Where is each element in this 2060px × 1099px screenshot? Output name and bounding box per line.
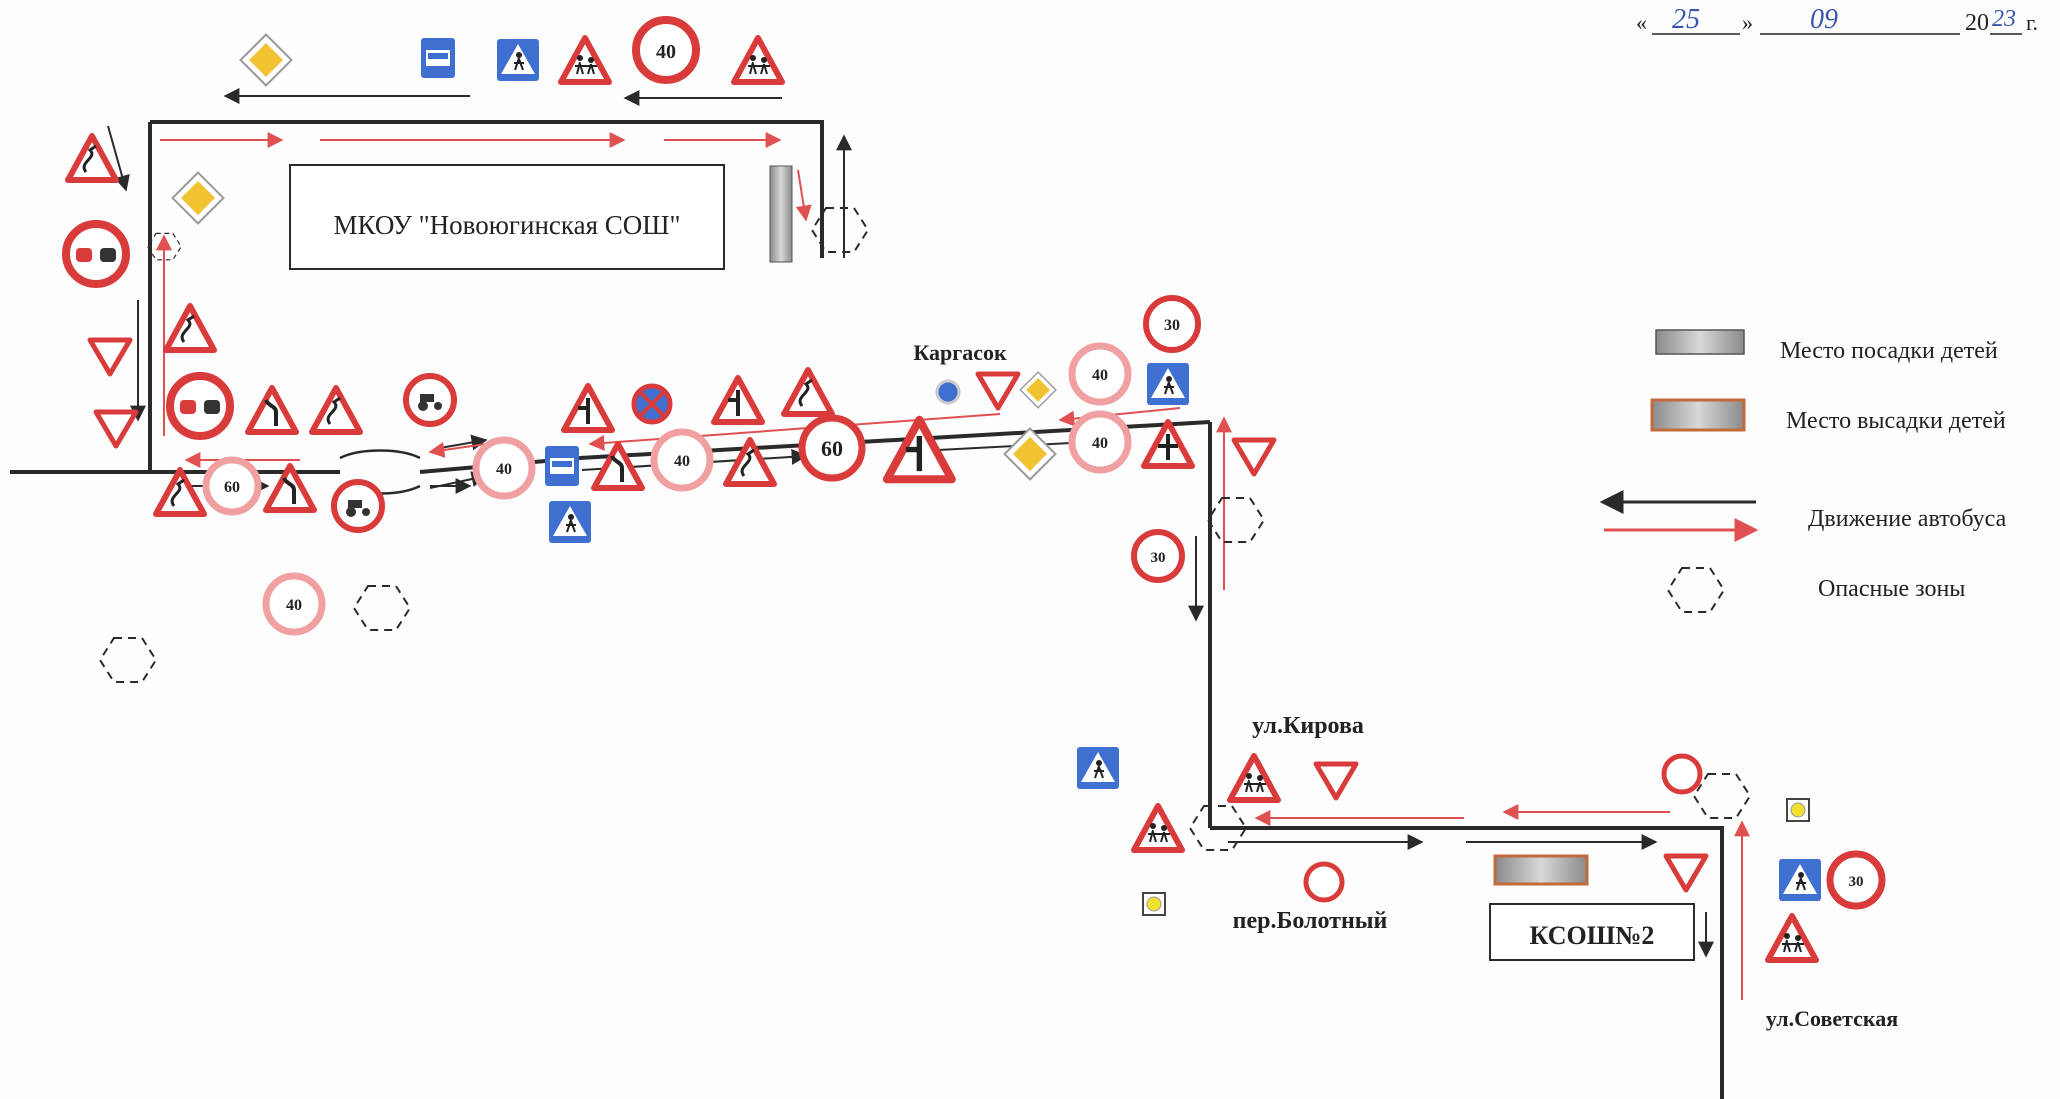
school-label: МКОУ "Новоюгинская СОШ" — [333, 210, 680, 240]
svg-text:60: 60 — [224, 479, 240, 496]
traffic-light-icon — [1142, 892, 1166, 916]
danger-zone-kargasok — [1207, 497, 1265, 543]
curve-warning-icon — [68, 136, 116, 180]
no-tractor-icon — [406, 376, 454, 424]
danger-zone-village-1 — [353, 585, 411, 631]
children-warning-icon — [1230, 756, 1278, 800]
road-signs: 40 60 40 40 — [66, 16, 1886, 960]
svg-text:60: 60 — [821, 436, 843, 461]
yield-icon — [1234, 440, 1274, 474]
legend: Место посадки детей Место высадки детей … — [1599, 329, 2007, 613]
speed-limit-40-icon: 40 — [650, 428, 714, 492]
bend-warning-icon — [248, 388, 296, 432]
curve-warning-icon — [312, 388, 360, 432]
crosswalk-icon — [496, 38, 540, 82]
priority-road-icon — [1003, 427, 1057, 481]
no-stopping-icon — [634, 386, 670, 422]
ksosh-building: КСОШ№2 — [1489, 903, 1695, 961]
curve-warning-icon — [156, 470, 204, 514]
legend-danger-label: Опасные зоны — [1818, 576, 1965, 602]
school-building: МКОУ "Новоюгинская СОШ" — [289, 164, 725, 270]
junction-warning-icon — [564, 386, 612, 430]
yield-icon — [1316, 764, 1356, 798]
no-overtaking-icon — [66, 224, 126, 284]
road-bridge-top — [339, 449, 421, 460]
speed-limit-40-icon: 40 — [472, 436, 536, 500]
children-warning-icon — [1768, 916, 1816, 960]
priority-road-icon — [1019, 371, 1057, 409]
dropoff-board-ksosh — [1493, 854, 1589, 886]
children-warning-icon — [561, 38, 609, 82]
speed-limit-60-icon: 60 — [798, 414, 866, 482]
bus-arrows-red — [156, 132, 1750, 1000]
speed-limit-30-icon: 30 — [1826, 850, 1886, 910]
crosswalk-icon — [1778, 858, 1822, 902]
yield-icon — [1666, 856, 1706, 890]
speed-limit-40-icon: 40 — [1068, 410, 1132, 474]
svg-text:40: 40 — [286, 597, 302, 614]
date-quote-close: » — [1742, 10, 1753, 35]
crosswalk-icon — [548, 500, 592, 544]
children-warning-icon — [1134, 806, 1182, 850]
speed-limit-40-icon: 40 — [1068, 342, 1132, 406]
no-tractor-icon — [334, 482, 382, 530]
svg-text:40: 40 — [1092, 435, 1108, 452]
bolotny-label: пер.Болотный — [1233, 908, 1388, 934]
boarding-board-school — [769, 165, 793, 263]
kargasok-label: Каргасок — [913, 340, 1007, 365]
speed-limit-40-icon: 40 — [262, 572, 326, 636]
bus-stop-icon — [545, 446, 579, 486]
svg-text:40: 40 — [1092, 367, 1108, 384]
date-day: 25 — [1672, 4, 1700, 35]
date-quote-open: « — [1636, 10, 1647, 35]
svg-text:30: 30 — [1164, 317, 1180, 334]
speed-limit-30-icon: 30 — [1131, 529, 1185, 583]
date-year-prefix: 20 — [1965, 10, 1989, 36]
danger-zone-village-2 — [99, 637, 157, 683]
speed-limit-40-icon: 40 — [632, 16, 700, 84]
no-entry-icon — [1303, 861, 1345, 903]
crosswalk-icon — [1146, 362, 1190, 406]
bus-stop-marker — [935, 379, 961, 405]
legend-bus-label: Движение автобуса — [1808, 506, 2007, 532]
date-year-unit: г. — [2026, 10, 2038, 35]
crosswalk-icon — [1076, 746, 1120, 790]
no-overtaking-icon — [170, 376, 230, 436]
legend-danger-zone — [1667, 567, 1725, 613]
yield-icon — [96, 412, 136, 446]
svg-text:30: 30 — [1849, 874, 1864, 890]
legend-dropoff-swatch — [1650, 398, 1746, 432]
ksosh-label: КСОШ№2 — [1530, 921, 1655, 950]
curve-warning-icon — [166, 306, 214, 350]
sovetskaya-label: ул.Советская — [1766, 1006, 1898, 1031]
svg-text:30: 30 — [1151, 550, 1166, 566]
svg-text:40: 40 — [656, 41, 676, 63]
crossroad-warning-icon — [1144, 422, 1192, 466]
speed-limit-60-icon: 60 — [202, 456, 262, 516]
date-year-suffix: 23 — [1992, 6, 2016, 32]
curve-warning-icon — [784, 370, 832, 414]
svg-text:40: 40 — [496, 461, 512, 478]
priority-road-icon — [239, 33, 293, 87]
road-kirova-east — [1210, 826, 1724, 1099]
priority-road-icon — [171, 171, 225, 225]
junction-warning-icon — [714, 378, 762, 422]
legend-boarding-swatch — [1655, 329, 1745, 355]
approval-date: « 25 » 09 20 23 г. — [1636, 4, 2038, 36]
svg-text:40: 40 — [674, 453, 690, 470]
legend-dropoff-label: Место высадки детей — [1786, 408, 2006, 434]
no-entry-icon — [1661, 753, 1703, 795]
traffic-light-icon — [1786, 798, 1810, 822]
bus-stop-icon — [421, 38, 455, 78]
kirova-label: ул.Кирова — [1252, 713, 1364, 739]
danger-zone-sovetskaya — [1693, 773, 1751, 819]
speed-limit-30-icon: 30 — [1143, 295, 1201, 353]
yield-icon — [978, 374, 1018, 408]
date-month: 09 — [1810, 4, 1838, 35]
children-warning-icon — [734, 38, 782, 82]
legend-boarding-label: Место посадки детей — [1780, 338, 1998, 364]
yield-icon — [90, 340, 130, 374]
